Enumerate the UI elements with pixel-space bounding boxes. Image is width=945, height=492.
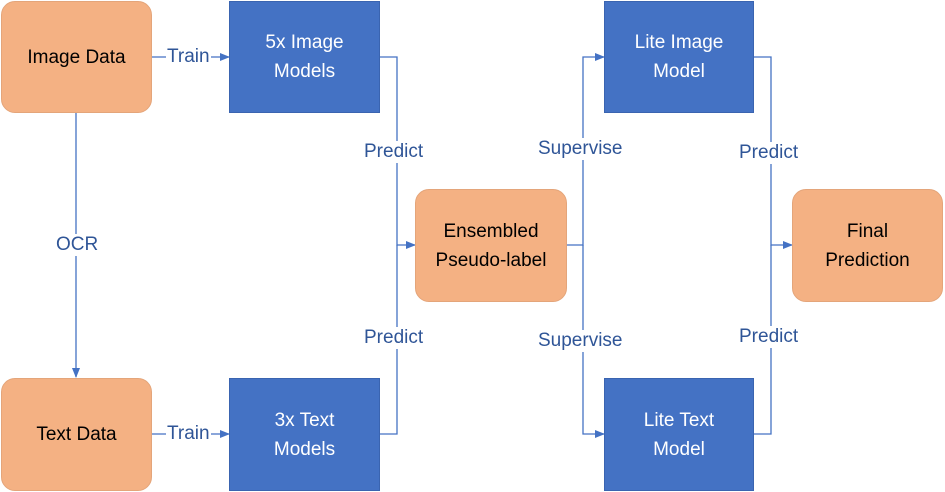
final-prediction-label: Final Prediction: [825, 220, 910, 271]
text-models-node: 3x Text Models: [229, 378, 380, 491]
final-prediction-node: Final Prediction: [792, 189, 943, 302]
text-data-label: Text Data: [36, 424, 117, 445]
arrow-supervise-text: [582, 245, 605, 438]
ensembled-pseudo-label-node: Ensembled Pseudo-label: [415, 189, 567, 302]
image-data-node: Image Data: [1, 1, 152, 113]
image-data-label: Image Data: [27, 46, 126, 68]
predict-text-label: Predict: [363, 327, 425, 349]
image-models-node: 5x Image Models: [229, 1, 380, 113]
text-models-label: 3x Text Models: [273, 409, 336, 460]
lite-image-model-label: Lite Image Model: [634, 32, 724, 82]
supervise-image-label: Supervise: [537, 138, 624, 160]
text-data-node: Text Data: [1, 378, 152, 491]
predict-lite-image-label: Predict: [738, 142, 800, 164]
ocr-label: OCR: [55, 234, 100, 256]
ensembled-pseudo-label-label: Ensembled Pseudo-label: [435, 220, 547, 271]
image-models-label: 5x Image Models: [265, 32, 344, 82]
arrow-predict-lite-text: [754, 245, 772, 435]
lite-image-model-node: Lite Image Model: [604, 1, 754, 113]
supervise-text-label: Supervise: [537, 330, 624, 352]
train-text-label: Train: [166, 423, 211, 445]
lite-text-model-label: Lite Text Model: [643, 409, 715, 460]
predict-image-label: Predict: [363, 141, 425, 163]
predict-lite-text-label: Predict: [738, 326, 800, 348]
lite-text-model-node: Lite Text Model: [604, 378, 754, 491]
train-image-label: Train: [166, 46, 211, 68]
arrow-predict-text: [380, 245, 398, 435]
